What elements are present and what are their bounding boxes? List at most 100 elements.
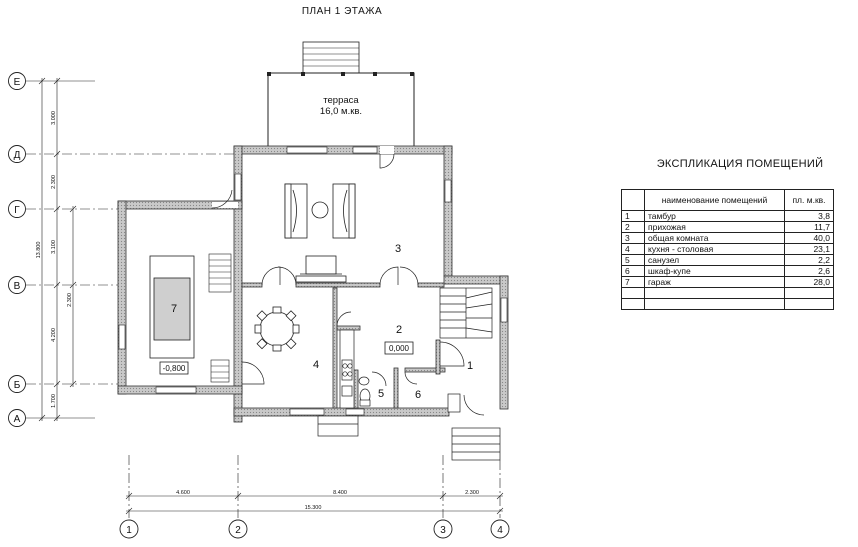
garage-level-box xyxy=(159,361,189,375)
room-number-1: 1 xyxy=(467,360,473,372)
row-area: 3,8 xyxy=(784,210,834,222)
bathroom-fixtures xyxy=(358,376,371,407)
table-row: 7 гараж 28,0 xyxy=(621,276,834,288)
dim-4600: 4.600 xyxy=(176,490,190,496)
row-area: 40,0 xyxy=(784,232,834,244)
row-number: 1 xyxy=(621,210,645,222)
terrace-area: 16,0 м.кв. xyxy=(320,106,362,117)
dim-2300-top: 2.300 xyxy=(51,175,57,189)
axis-bubble-V: В xyxy=(8,276,26,294)
table-row: 5 санузел 2,2 xyxy=(621,254,834,266)
row-room-name: гараж xyxy=(644,276,785,288)
row-number: 3 xyxy=(621,232,645,244)
row-room-name: кухня - столовая xyxy=(644,243,785,255)
dim-2300: 2.300 xyxy=(465,490,479,496)
table-header-row: наименование помещений пл. м.кв. xyxy=(621,189,834,211)
table-row-empty xyxy=(621,287,834,299)
svg-text:Е: Е xyxy=(14,77,21,88)
washbasin-icon xyxy=(358,376,370,386)
header-number xyxy=(621,189,645,211)
header-room-name: наименование помещений xyxy=(644,189,785,211)
axis-bubble-E: Е xyxy=(8,72,26,90)
row-number: 6 xyxy=(621,265,645,277)
axis-bubble-3: 3 xyxy=(433,519,453,539)
column-axes xyxy=(128,455,501,518)
axis-bubble-2: 2 xyxy=(228,519,248,539)
room-number-7: 7 xyxy=(171,303,177,315)
main-staircase xyxy=(439,287,493,339)
row-area: 2,2 xyxy=(784,254,834,266)
kitchen-porch-step xyxy=(317,415,359,437)
vertical-dimension-labels: 3.000 2.300 3.100 2.300 4.200 1.700 13.8… xyxy=(36,111,73,408)
kitchen-counter xyxy=(339,329,355,409)
svg-text:Д: Д xyxy=(14,150,21,161)
row-number: 2 xyxy=(621,221,645,233)
row-area: 2,6 xyxy=(784,265,834,277)
table-row: 4 кухня - столовая 23,1 xyxy=(621,243,834,255)
row-axes xyxy=(26,80,235,419)
row-axis-bubbles: Е Д Г В Б А xyxy=(8,72,26,427)
room-number-4: 4 xyxy=(313,359,319,371)
row-room-name: общая комната xyxy=(644,232,785,244)
row-number: 5 xyxy=(621,254,645,266)
table-row: 2 прихожая 11,7 xyxy=(621,221,834,233)
explication-table: наименование помещений пл. м.кв. 1 тамбу… xyxy=(621,189,834,310)
main-level-box xyxy=(384,341,414,355)
stove-burner-icon xyxy=(342,363,348,369)
garage-level: -0,800 xyxy=(163,364,186,373)
table-row-empty xyxy=(621,298,834,310)
room-number-5: 5 xyxy=(378,388,384,400)
svg-text:2: 2 xyxy=(235,525,241,536)
table-row: 6 шкаф-купе 2,6 xyxy=(621,265,834,277)
table-row: 1 тамбур 3,8 xyxy=(621,210,834,222)
svg-text:А: А xyxy=(14,414,21,425)
dim-3100: 3.100 xyxy=(51,240,57,254)
axis-bubble-B: Б xyxy=(8,375,26,393)
svg-text:В: В xyxy=(14,281,21,292)
stove-burner-icon xyxy=(342,371,348,377)
axis-bubble-D: Д xyxy=(8,145,26,163)
living-furniture xyxy=(284,183,356,283)
entrance-steps xyxy=(447,393,501,461)
row-area: 28,0 xyxy=(784,276,834,288)
dining-set xyxy=(254,306,300,352)
horizontal-dimension-lines xyxy=(125,492,504,515)
sink-icon xyxy=(341,385,353,397)
stove-burner-icon xyxy=(347,371,353,377)
dim-13800: 13.800 xyxy=(36,242,42,259)
axis-bubble-1: 1 xyxy=(119,519,139,539)
room-number-6: 6 xyxy=(415,389,421,401)
dim-8400: 8.400 xyxy=(333,490,347,496)
tv-stand-icon xyxy=(295,255,347,283)
dim-15300: 15.300 xyxy=(305,505,322,511)
svg-text:3: 3 xyxy=(440,525,446,536)
main-level: 0,000 xyxy=(389,344,410,353)
svg-text:1: 1 xyxy=(126,525,132,536)
dim-2300-mid: 2.300 xyxy=(67,293,73,307)
row-number: 7 xyxy=(621,276,645,288)
axis-bubble-G: Г xyxy=(8,200,26,218)
plan-title: ПЛАН 1 ЭТАЖА xyxy=(302,6,382,17)
dim-3000: 3.000 xyxy=(51,111,57,125)
sofa-left-icon xyxy=(284,183,308,239)
car-icon xyxy=(149,255,195,359)
room-numbers: 1 2 3 4 5 6 7 xyxy=(171,243,473,401)
explication-title: ЭКСПЛИКАЦИЯ ПОМЕЩЕНИЙ xyxy=(656,158,824,170)
horizontal-dimension-labels: 4.600 8.400 2.300 15.300 xyxy=(176,490,479,511)
svg-text:Б: Б xyxy=(14,380,21,391)
svg-text:4: 4 xyxy=(497,525,503,536)
dim-4200: 4.200 xyxy=(51,328,57,342)
garage-steps xyxy=(208,253,232,383)
sofa-right-icon xyxy=(332,183,356,239)
axis-bubble-A: А xyxy=(8,409,26,427)
coffee-table-icon xyxy=(311,201,329,219)
svg-text:Г: Г xyxy=(14,205,20,216)
room-number-3: 3 xyxy=(395,243,401,255)
stove-burner-icon xyxy=(347,363,353,369)
row-room-name: тамбур xyxy=(644,210,785,222)
row-room-name: санузел xyxy=(644,254,785,266)
column-axis-bubbles: 1 2 3 4 xyxy=(119,519,510,539)
row-room-name: прихожая xyxy=(644,221,785,233)
table-row: 3 общая комната 40,0 xyxy=(621,232,834,244)
door-swings xyxy=(211,153,485,416)
